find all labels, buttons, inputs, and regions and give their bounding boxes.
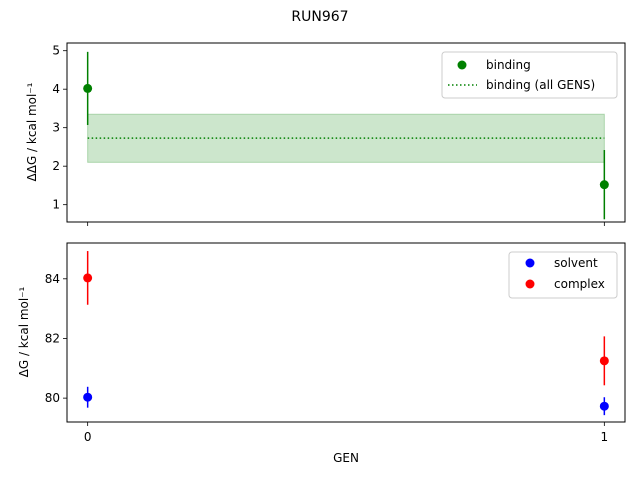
bottom-legend-box [508, 251, 618, 299]
binding-all-gens-band [87, 113, 605, 163]
top-axes-frame [66, 42, 626, 223]
legend-marker-binding [457, 60, 467, 70]
solvent-point [83, 392, 93, 402]
legend-marker-complex [525, 279, 535, 289]
top-band-layer [87, 113, 605, 163]
top-y-tick-label: 4 [52, 82, 60, 96]
bottom-marks-layer [83, 251, 609, 416]
solvent-point [599, 401, 609, 411]
top-panel: 1 2 3 4 5 ΔΔG / kcal mol⁻¹ binding binding (… [25, 42, 626, 226]
complex-point [83, 273, 93, 283]
bottom-y-ticks: 80 82 84 [45, 272, 67, 405]
legend-label-complex: complex [554, 277, 605, 291]
bottom-y-axis-label: ΔG / kcal mol⁻¹ [17, 286, 31, 377]
complex-point [599, 356, 609, 366]
binding-point [83, 83, 93, 93]
bottom-y-tick-label: 82 [45, 331, 60, 345]
legend-marker-solvent [525, 258, 535, 268]
top-y-ticks: 1 2 3 4 5 [52, 44, 67, 212]
legend-label-binding-all-gens: binding (all GENS) [486, 78, 595, 92]
top-y-tick-label: 5 [52, 44, 60, 58]
figure-title: RUN967 [291, 9, 348, 25]
top-y-tick-label: 3 [52, 121, 60, 135]
top-y-axis-label: ΔΔG / kcal mol⁻¹ [25, 82, 39, 181]
top-marks-layer [83, 51, 609, 220]
legend-label-binding: binding [486, 58, 531, 72]
binding-point [599, 180, 609, 190]
bottom-axes-frame [66, 242, 626, 423]
top-y-tick-label: 1 [52, 198, 60, 212]
top-y-tick-label: 2 [52, 159, 60, 173]
top-legend: binding binding (all GENS) [441, 51, 618, 99]
bottom-legend: solvent complex [508, 251, 618, 299]
top-legend-box [441, 51, 618, 99]
bottom-y-tick-label: 80 [45, 391, 60, 405]
legend-label-solvent: solvent [554, 256, 598, 270]
bottom-y-tick-label: 84 [45, 272, 60, 286]
x-axis-label: GEN [333, 451, 359, 465]
top-x-ticks [87, 222, 605, 226]
bottom-x-tick-label: 0 [84, 430, 92, 444]
bottom-x-tick-label: 1 [601, 430, 609, 444]
